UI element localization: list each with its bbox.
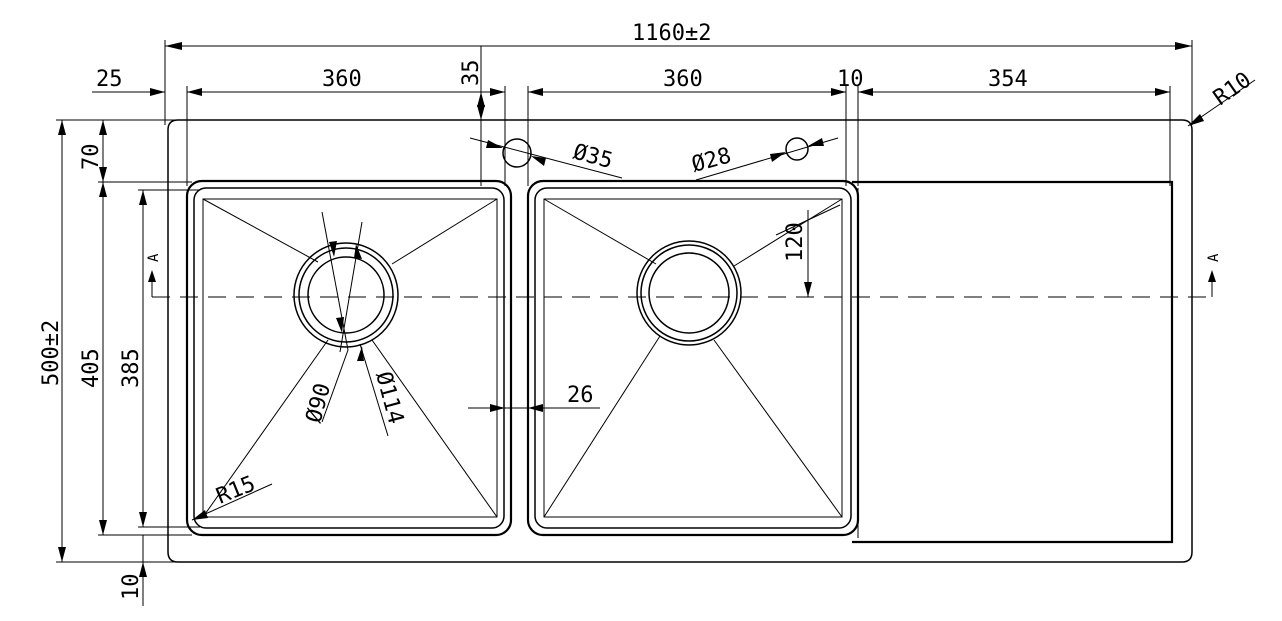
dim-right-bowl-width: 360 bbox=[663, 67, 703, 92]
arrow bbox=[486, 140, 503, 148]
right-bowl-slope bbox=[713, 339, 843, 518]
arrow bbox=[354, 244, 362, 259]
arrow bbox=[770, 152, 786, 162]
arrow bbox=[528, 404, 543, 412]
leader-drain-outer bbox=[339, 221, 363, 353]
dim-bottom-margin: 10 bbox=[119, 574, 144, 601]
left-bowl-slope bbox=[202, 198, 319, 263]
section-marker-right: A bbox=[1206, 253, 1222, 262]
dim-overall-width: 1160±2 bbox=[632, 21, 711, 46]
leader-drain-outer-ext bbox=[359, 343, 389, 437]
arrow bbox=[192, 510, 208, 520]
dim-drainboard-width: 354 bbox=[988, 67, 1028, 92]
section-arrow-left bbox=[148, 270, 156, 282]
arrow bbox=[139, 512, 147, 527]
dim-overall-depth: 500±2 bbox=[39, 320, 64, 386]
arrow bbox=[1188, 114, 1204, 126]
left-bowl-slope bbox=[391, 198, 498, 265]
leader-drain-offset bbox=[775, 204, 841, 236]
arrow bbox=[804, 282, 812, 297]
arrow bbox=[99, 120, 107, 135]
right-drain-inner bbox=[648, 252, 730, 334]
left-drain-mid bbox=[298, 247, 394, 343]
arrow bbox=[99, 520, 107, 535]
right-drain-mid bbox=[640, 244, 738, 342]
arrow bbox=[99, 167, 107, 182]
dim-corner-radius: R10 bbox=[1209, 68, 1256, 111]
arrow bbox=[150, 88, 165, 96]
arrow bbox=[831, 88, 846, 96]
dim-back-ledge: 70 bbox=[79, 144, 104, 171]
dim-bowl-depth-outer: 405 bbox=[79, 348, 104, 388]
left-bowl-slope bbox=[202, 339, 329, 518]
arrow bbox=[477, 92, 485, 107]
arrow bbox=[99, 182, 107, 197]
leader-drain-inner bbox=[321, 211, 349, 351]
arrow bbox=[1155, 88, 1170, 96]
arrow bbox=[490, 404, 505, 412]
arrow bbox=[58, 120, 66, 135]
dim-drain-inner: Ø90 bbox=[302, 381, 336, 426]
dim-bowl-gap-right: 10 bbox=[837, 67, 864, 92]
arrow bbox=[1175, 42, 1192, 50]
arrow bbox=[58, 547, 66, 562]
arrow bbox=[808, 138, 824, 146]
right-bowl-slope bbox=[543, 198, 657, 265]
dim-tap-hole-small: Ø28 bbox=[689, 143, 734, 177]
right-drain-outer bbox=[636, 240, 742, 346]
left-drain-outer bbox=[293, 242, 399, 348]
right-bowl-inner bbox=[534, 187, 852, 529]
left-bowl-inner bbox=[193, 187, 505, 529]
arrow bbox=[139, 190, 147, 205]
arrow bbox=[528, 88, 543, 96]
dim-bowl-depth-inner: 385 bbox=[119, 348, 144, 388]
arrow bbox=[477, 105, 485, 120]
arrow bbox=[139, 562, 147, 577]
dim-left-bowl-width: 360 bbox=[322, 67, 362, 92]
section-arrow-right bbox=[1208, 270, 1216, 282]
tap-hole-large bbox=[502, 138, 532, 168]
dim-inner-radius: R15 bbox=[213, 471, 259, 509]
arrow bbox=[490, 88, 505, 96]
leader-drain-inner-ext bbox=[321, 349, 349, 423]
drainboard-outline bbox=[852, 180, 1174, 544]
arrow bbox=[336, 317, 344, 333]
left-bowl-floor bbox=[202, 198, 498, 518]
left-bowl-outer bbox=[185, 179, 513, 537]
arrow bbox=[329, 241, 337, 257]
right-bowl-slope bbox=[733, 198, 843, 267]
right-bowl-floor bbox=[543, 198, 843, 518]
arrow bbox=[357, 346, 364, 361]
dim-left-margin: 25 bbox=[96, 67, 123, 92]
left-drain-inner bbox=[307, 256, 385, 334]
left-bowl-slope bbox=[371, 339, 498, 518]
dim-tap-hole-large: Ø35 bbox=[570, 140, 615, 174]
dim-bowl-gap: 26 bbox=[567, 383, 594, 408]
right-bowl-outer bbox=[526, 179, 860, 537]
dim-tap-hole-offset: 35 bbox=[459, 60, 484, 87]
tap-hole-small bbox=[785, 137, 809, 161]
dim-drain-offset: 120 bbox=[783, 222, 808, 262]
dim-drain-outer: Ø114 bbox=[370, 369, 408, 427]
section-marker-left: A bbox=[146, 253, 162, 262]
right-bowl-slope bbox=[543, 335, 661, 518]
arrow bbox=[531, 156, 546, 166]
arrow bbox=[165, 42, 182, 50]
